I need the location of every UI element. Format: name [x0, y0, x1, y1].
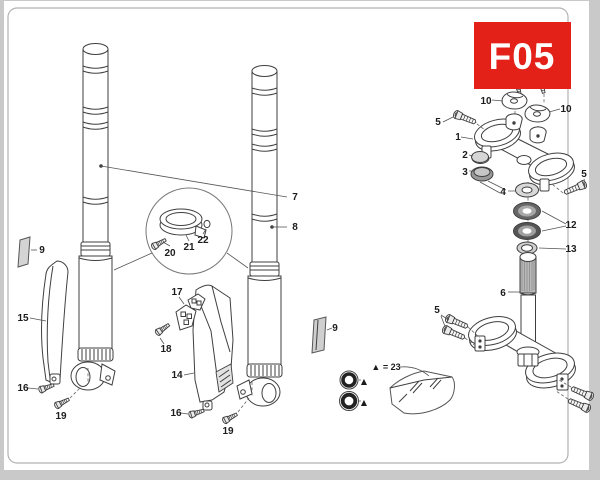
right-fork-guard — [183, 284, 234, 411]
left-fork-guard — [29, 260, 69, 385]
callout-5-lower: 5 — [434, 305, 440, 316]
handlebar-riser-left — [501, 91, 528, 110]
kit-triangle-marker: ▲ — [361, 377, 368, 386]
lower-triple-clamp — [468, 316, 576, 391]
callout-19-right: 19 — [222, 426, 234, 437]
page-code-badge: F05 — [474, 22, 571, 89]
dust-cap — [471, 151, 489, 163]
left-fork-leg — [70, 43, 116, 391]
detail-balloon-clamp — [113, 187, 249, 275]
callout-2: 2 — [462, 150, 468, 161]
callout-19-left: 19 — [55, 411, 67, 422]
upper-triple-clamp — [474, 113, 575, 192]
right-sticker — [311, 316, 333, 354]
callout-13: 13 — [565, 244, 577, 255]
steering-bearing-upper — [513, 202, 541, 220]
right-guard-screws — [180, 382, 253, 425]
callout-3: 3 — [462, 167, 468, 178]
callout-8: 8 — [292, 222, 298, 233]
handlebar-riser-right — [524, 104, 551, 123]
callout-21: 21 — [183, 242, 195, 253]
callout-20: 20 — [164, 248, 176, 259]
steering-seal — [516, 241, 538, 255]
callout-9-right: 9 — [332, 323, 338, 334]
callout-15: 15 — [17, 313, 29, 324]
kit-legend: ▲ = 23 — [371, 362, 400, 372]
callout-17: 17 — [171, 287, 183, 298]
callout-5-top: 5 — [435, 117, 441, 128]
callout-16-left: 16 — [17, 383, 29, 394]
callout-10-right: 10 — [560, 104, 572, 115]
right-fork-leg — [236, 65, 283, 407]
callout-22: 22 — [197, 235, 209, 246]
o-ring — [339, 370, 359, 390]
page-code: F05 — [489, 36, 556, 77]
callout-7: 7 — [292, 192, 298, 203]
callout-9-left: 9 — [39, 245, 45, 256]
left-sticker — [17, 236, 37, 268]
tube-callouts — [99, 164, 288, 229]
callout-6: 6 — [500, 288, 506, 299]
callout-5-right: 5 — [581, 169, 587, 180]
steering-bearing-lower — [513, 222, 541, 240]
callout-1: 1 — [455, 132, 461, 143]
o-ring — [339, 391, 359, 411]
kit-triangle-marker: ▲ — [361, 398, 368, 407]
spare-kit — [339, 366, 455, 415]
callout-4: 4 — [500, 187, 506, 198]
stem-nut — [470, 166, 507, 194]
callout-18: 18 — [160, 344, 172, 355]
badge-background — [474, 22, 571, 89]
steering-assembly — [440, 76, 596, 414]
callout-10-left: 10 — [480, 96, 492, 107]
stem-washer — [515, 182, 539, 198]
parts-bag — [389, 370, 455, 415]
callout-16-right: 16 — [170, 408, 182, 419]
left-guard-screws — [27, 368, 89, 410]
callout-14: 14 — [171, 370, 183, 381]
cable-guide — [153, 293, 206, 345]
page-frame — [7, 7, 569, 464]
callout-12: 12 — [565, 220, 577, 231]
